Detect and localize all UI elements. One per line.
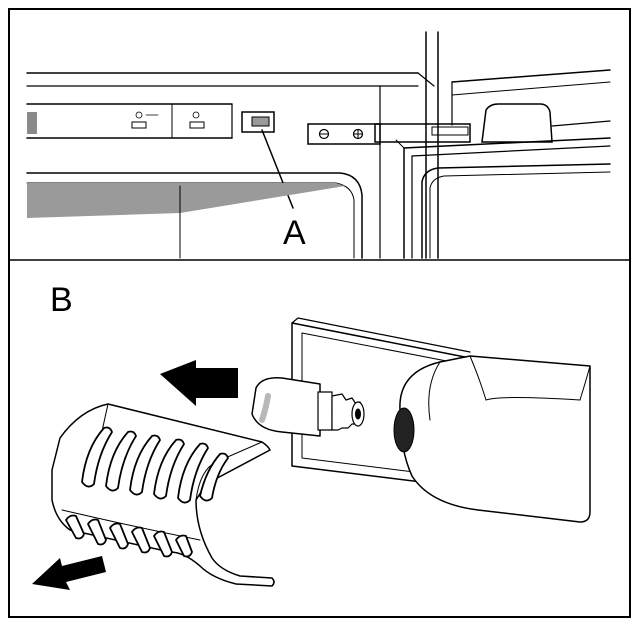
callout-label-a: A: [283, 214, 306, 252]
power-icon: [135, 111, 143, 119]
outer-border: [8, 8, 631, 618]
button-left: [131, 121, 147, 129]
hinge-bracket: [307, 123, 381, 145]
door-hinge: [481, 103, 553, 143]
cover-top-slots: [81, 426, 229, 504]
bottom-panel: [32, 317, 591, 590]
power-icon-2: [192, 111, 200, 119]
shelf-shadow: [27, 183, 345, 218]
lamp-bulb: [251, 376, 365, 437]
arrow-down-left-icon: [32, 556, 106, 590]
button-right: [189, 121, 205, 129]
callout-label-b: B: [50, 281, 73, 319]
lamp-housing: [393, 355, 591, 523]
filter-slot-a: [241, 111, 275, 133]
control-panel: [26, 103, 233, 139]
cover-bottom-slots: [65, 514, 193, 558]
lamp-cover: [51, 403, 275, 587]
top-panel: [8, 31, 631, 261]
arrow-left-icon: [160, 360, 238, 406]
